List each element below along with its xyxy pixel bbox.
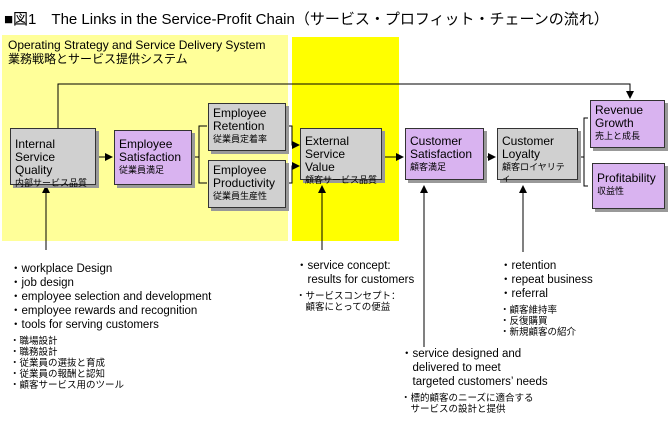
note-line: ・repeat business <box>500 274 593 286</box>
note-line: delivered to meet <box>401 362 501 374</box>
note-line-jp: 顧客にとっての便益 <box>296 302 391 313</box>
note-line: ・referral <box>500 288 548 300</box>
note-line-jp: サービスの設計と提供 <box>401 404 506 415</box>
note-line: ・workplace Design <box>10 263 113 275</box>
employee-retention-box: Employee Retention 従業員定着率 <box>208 103 286 151</box>
productivity-to-external-arrow <box>286 162 300 184</box>
revenue-growth-box: Revenue Growth 売上と成長 <box>590 100 665 148</box>
note-line: ・service concept: <box>296 260 391 272</box>
note-line: ・tools for serving customers <box>10 319 159 331</box>
note-line-jp: ・反復購買 <box>500 316 548 327</box>
note-line-jp: ・顧客サービス用のツール <box>10 380 125 391</box>
employee-productivity-box: Employee Productivity 従業員生産性 <box>208 160 286 208</box>
note-line-jp: ・従業員の報酬と認知 <box>10 369 106 380</box>
note-line: targeted customers’ needs <box>401 376 548 388</box>
zone-label-en: Operating Strategy and Service Delivery … <box>8 38 266 52</box>
operating-strategy-label: Operating Strategy and Service Delivery … <box>8 38 265 66</box>
note-line-jp: ・新規顧客の紹介 <box>500 327 577 338</box>
note-line: ・retention <box>500 260 557 272</box>
workplace-notes: ・workplace Design ・job design ・employee … <box>10 262 211 391</box>
internal-service-quality-box: Internal Service Quality 内部サービス品質 <box>10 128 96 188</box>
note-line-jp: ・従業員の選抜と育成 <box>10 358 106 369</box>
note-line: ・service designed and <box>401 348 522 360</box>
note-line-jp: ・職場設計 <box>10 336 58 347</box>
note-line-jp: ・標的顧客のニーズに適合する <box>401 393 534 404</box>
profitability-box: Profitability 収益性 <box>592 163 665 209</box>
feedback-loop-line <box>57 83 634 128</box>
note-line-jp: ・サービスコンセプト： <box>296 291 401 302</box>
note-line: results for customers <box>296 274 415 286</box>
customer-loyalty-box: Customer Loyalty 顧客ロイヤリティ <box>497 128 578 183</box>
retention-to-external-arrow <box>286 125 300 149</box>
zone-label-jp: 業務戦略とサービス提供システム <box>8 52 188 66</box>
figure-title: ■図1 The Links in the Service-Profit Chai… <box>4 11 609 28</box>
external-service-value-box: External Service Value 顧客サービス品質 <box>300 128 382 185</box>
note-line: ・job design <box>10 277 74 289</box>
service-concept-notes: ・service concept: results for customers … <box>296 259 414 313</box>
satisfaction-branch-line <box>192 125 207 184</box>
loyalty-notes: ・retention ・repeat business ・referral ・顧… <box>500 259 593 338</box>
employee-satisfaction-box: Employee Satisfaction 従業員満足 <box>114 130 192 185</box>
note-line-jp: ・職務設計 <box>10 347 58 358</box>
note-line: ・employee selection and development <box>10 291 212 303</box>
service-design-notes: ・service designed and delivered to meet … <box>401 347 548 415</box>
customer-satisfaction-box: Customer Satisfaction 顧客満足 <box>405 128 484 180</box>
loyalty-branch-line <box>578 117 588 187</box>
note-line: ・employee rewards and recognition <box>10 305 198 317</box>
note-line-jp: ・顧客維持率 <box>500 305 558 316</box>
